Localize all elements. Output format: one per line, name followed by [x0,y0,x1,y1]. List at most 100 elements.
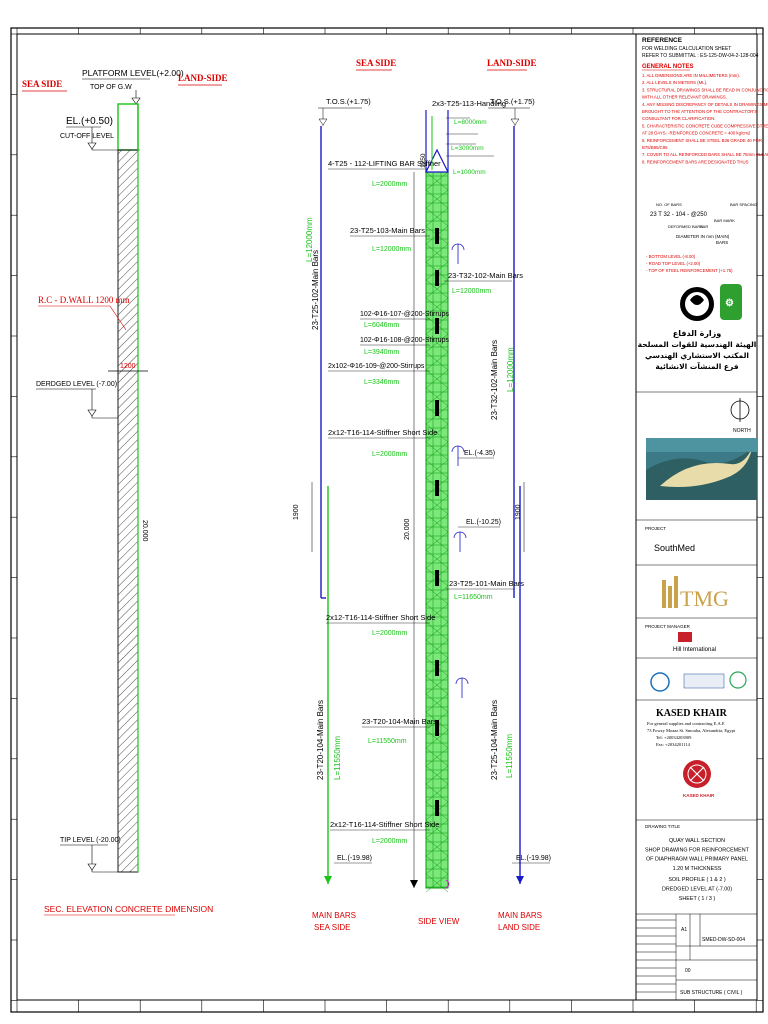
stiffener-1-label: 2x12-T16-114-Stiffner Short Side [328,428,437,437]
general-note: 3. STRUCTURAL DRAWINGS SHALL BE READ IN … [642,87,768,92]
general-note: BROUGHT TO THE ATTENTION OF THE CONTRACT… [642,109,757,114]
svg-text:⚙: ⚙ [725,298,734,309]
handling-length-3000: L=3000mm [451,145,484,152]
left-main-bar-104-length: L=11550mm [333,736,342,780]
title-bottom-note: - BOTTOM LEVEL (-8.00) [646,254,696,259]
cutoff-level-label: CUT-OFF LEVEL [60,133,114,140]
drawing-title-line: DREDGED LEVEL AT (-7.00) [662,887,732,893]
general-note: AT 28 DAYS: -REINFORCED CONCRETE = 400 k… [642,131,751,136]
revision-number: 00 [685,968,691,974]
reinforcement-side-view: SEA SIDE LAND-SIDE T.O.S.(+1.75) T.O.S.(… [293,58,551,932]
drawing-title-lines: QUAY WALL SECTION SHOP DRAWING FOR REINFO… [645,838,750,902]
right-main-bar-102-length: L=12000mm [506,347,515,392]
lifting-bar-length: L=2000mm [372,181,407,188]
cage-bar-mark [435,720,439,736]
stiffener-2-label: 2x12-T16-114-Stiffner Short Side [326,613,435,622]
right-main-bar-102-label: 23-T32-102-Main Bars [490,340,499,420]
wall-thickness-label: 1200 [120,363,136,370]
main-sea-side-label: SEA SIDE [356,58,396,68]
main-bars-103-label: 23-T25-103-Main Bars [350,226,425,235]
cage-bar-mark [435,318,439,334]
dim-20000: 20.000 [404,518,411,540]
reference-heading: REFERENCE [642,37,683,44]
main-bars-104-label: 23-T20-104-Main Bars [362,717,437,726]
stirrup-108-label: 102-Φ16-108-@200-Stirrups [360,337,449,344]
left-section-caption: SEC. ELEVATION CONCRETE DIMENSION [44,904,213,914]
outer-frame [10,27,764,1013]
stirrup-107-length: L=6046mm [364,322,399,329]
main-bars-t32-length: L=12000mm [452,288,491,295]
right-main-bar-104-length: L=11550mm [505,734,514,778]
bar-detail-text: DIAMETER IN mm (MAIN) [676,234,730,239]
caption-main-bars-sea-2: SEA SIDE [314,923,350,932]
cage-bar-mark [435,570,439,586]
general-note: 1. ALL DIMENSIONS ARE IN MILLIMETERS (mm… [642,73,740,78]
arabic-line: وزارة الدفاع [673,329,722,338]
caption-main-bars-land-2: LAND SIDE [498,923,540,932]
main-bars-101-label: 23-T25-101-Main Bars [449,579,524,588]
bar-designation-label: NO. OF BARS [656,202,682,207]
bar-designation-label: BAR [700,224,708,229]
title-bottom-notes: - BOTTOM LEVEL (-8.00)- ROAD TOP LEVEL (… [646,254,733,273]
drawing-title-line: QUAY WALL SECTION [669,838,725,844]
left-sea-side-label: SEA SIDE [22,79,62,89]
el-1998-left: EL.(-19.98) [337,855,372,862]
stiffener-3-length: L=2000mm [372,838,407,845]
tmg-logo [662,576,678,608]
engineering-authority-logo [720,284,742,320]
hill-international: Hill International [673,647,716,653]
stiffener-1-length: L=2000mm [372,451,407,458]
guide-wall-outline [117,103,139,151]
general-note: 6. REINFORCEMENT SHALL BE STEEL B36 GRAD… [642,138,762,143]
project-manager-label: PROJECT MANAGER [645,624,691,629]
consultant-logo [683,673,725,689]
general-note: B75/B95/C95 [642,145,668,150]
reference-line-1: FOR WELDING CALCULATION SHEET [642,46,731,52]
cage-bar-mark [435,228,439,244]
handling-label: 2x3-T25-113-Handling [432,99,506,108]
project-name: SouthMed [654,543,695,553]
height-dimension: 20.000 [141,520,148,542]
north-label: NORTH [733,428,751,434]
cage-bar-mark [435,660,439,676]
stirrup-107-label: 102-Φ16-107-@200-Stirrups [360,311,449,318]
general-note: 2. ALL LEVELS IN METERS (ML). [642,80,707,85]
main-bars-104-length: L=11550mm [368,738,407,745]
project-label: PROJECT [645,526,666,531]
drawing-title-line: SHOP DRAWING FOR REINFORCEMENT [645,847,750,853]
lifting-bar-label: 4-T25 - 112-LIFTING BAR Stiffner [328,159,441,168]
stirrup-109-length: L=3346mm [364,379,399,386]
dim-1250: 1250 [420,153,427,168]
contractor-line-2: 73 Fowzy Moaaz St. Smouha, Alexandria, E… [647,728,736,734]
partner-logo [729,671,747,689]
el-435-label: EL.(-4.35) [464,450,495,457]
bar-designation-label: DEFORMED BARS [668,224,703,229]
left-main-bar-104-label: 23-T20-104-Main Bars [316,700,325,780]
cage-bar-mark [435,480,439,496]
dim-1900-right: 1900 [515,504,522,520]
platform-level-label: PLATFORM LEVEL(+2.00) [82,68,184,78]
dim-1900-left: 1900 [293,504,300,520]
general-note: 7. COVER TO ALL REINFORCED BARS SHALL BE… [642,152,768,157]
dwall-hatched-section [117,149,139,873]
hill-logo [678,632,692,642]
general-notes-heading: GENERAL NOTES [642,64,694,70]
caption-main-bars-land-1: MAIN BARS [498,911,542,920]
frame-ticks [11,28,763,1012]
dhi-logo [650,672,670,692]
level-markers [451,243,469,698]
main-bars-103-length: L=12000mm [372,246,411,253]
stiffener-3-label: 2x12-T16-114-Stiffner Short Side [330,820,439,829]
drawing-title-line: OF DIAPHRAGM WALL PRIMARY PANEL [646,857,748,863]
left-main-bar-102-length: L=12000mm [305,217,314,262]
right-main-bar-104-label: 23-T25-104-Main Bars [490,700,499,780]
tip-level-label: TIP LEVEL (-20.00) [60,837,121,844]
contractor-name: KASED KHAIR [656,708,728,719]
revision-grid [636,913,757,1001]
el-1025-label: EL.(-10.25) [466,519,501,526]
contractor-tel: Tel: +20034203909 [656,735,692,740]
caption-side-view: SIDE VIEW [418,917,460,926]
cage-bar-mark [435,400,439,416]
